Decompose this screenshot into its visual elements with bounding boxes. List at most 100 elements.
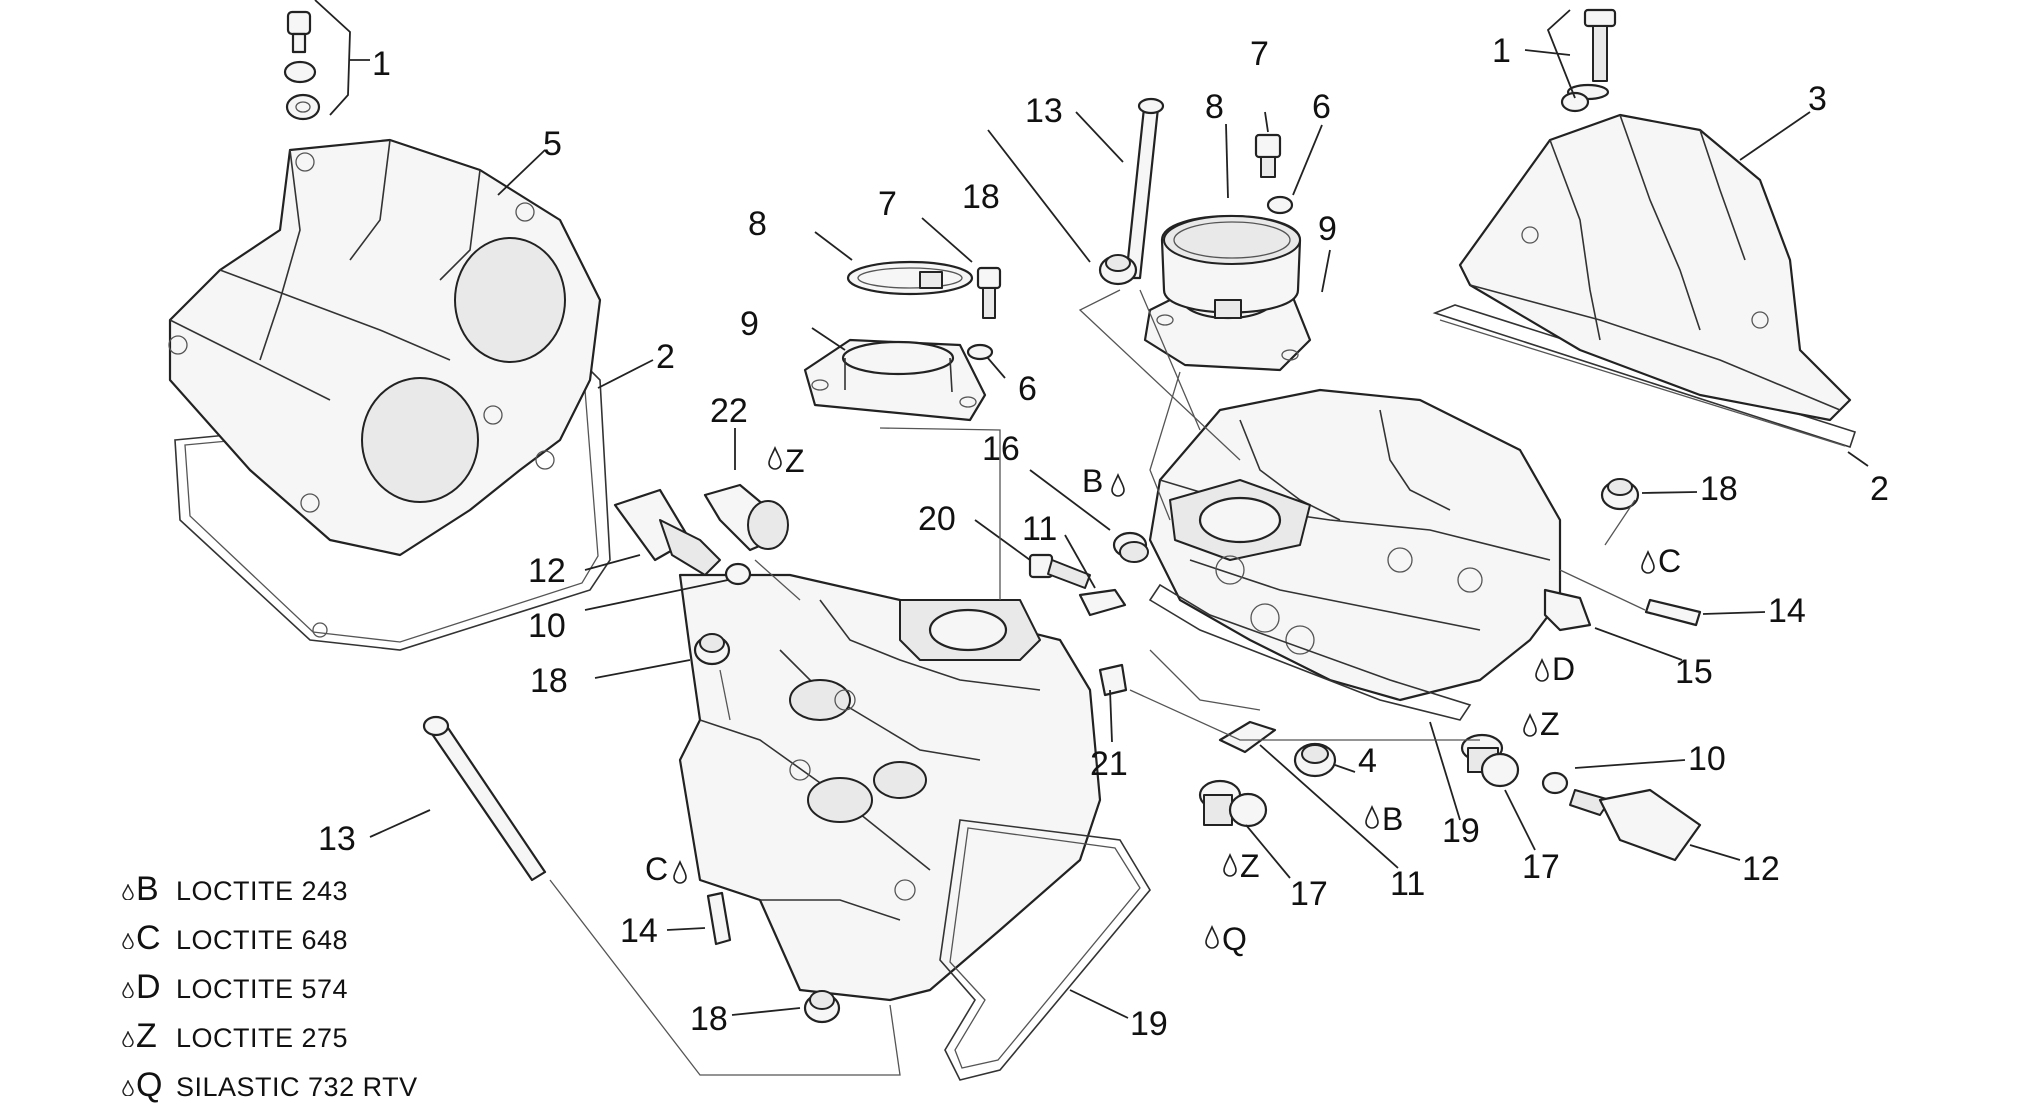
svg-text:B: B [1382,801,1403,837]
callout-4: 4 [1358,742,1377,780]
legend-letter: C [136,919,161,957]
right-short-stud [1644,598,1702,627]
legend-row: Q SILASTIC 732 RTV [122,1066,562,1115]
callout-11: 11 [1022,510,1057,548]
center-link-plate-upper [1078,588,1127,617]
adhesive-tag-b-16: B [1082,463,1125,499]
adhesive-tag-d-15: D [1535,651,1575,687]
bolt-washer-stack-right [1560,8,1617,113]
svg-text:Z: Z [1540,706,1560,742]
right-flange-nut-side [1600,478,1640,511]
left-cylinder-head [678,573,1102,1002]
callout-12: 12 [528,552,566,590]
callout-2: 2 [1870,470,1889,508]
callout-19: 19 [1442,812,1480,850]
callout-14: 14 [1768,592,1806,630]
callout-15: 15 [1675,653,1713,691]
adhesive-tag-c-14b: C [1641,543,1681,579]
left-valve-cover [168,138,602,557]
adhesive-tag-c-14a: C [645,851,687,887]
center-bracket [1098,663,1128,697]
adhesive-tags: Z B C D Z B Z Q C [645,443,1681,957]
drop-icon [122,932,136,954]
callout-1: 1 [1492,32,1511,70]
callout-6: 6 [1018,370,1037,408]
right-long-stud [1124,97,1165,280]
adhesive-tag-z-22: Z [768,443,805,479]
svg-text:C: C [645,851,668,887]
legend-row: Z LOCTITE 275 [122,1017,562,1066]
adhesive-tag-z-17a: Z [1223,848,1260,884]
right-nut [1293,742,1337,778]
left-flange-screw [976,266,1002,319]
leader-lines [314,0,1869,1019]
bolt-washer-stack-left [283,10,321,121]
legend-text: LOCTITE 243 [176,876,349,906]
left-hose-clamp [846,260,974,296]
right-temp-sensor [1569,788,1702,862]
callout-18: 18 [530,662,568,700]
left-long-stud [422,715,547,882]
legend-text: SILASTIC 732 RTV [176,1072,418,1102]
left-intake-flange [803,338,987,422]
callout-7: 7 [878,185,897,223]
left-short-stud [706,891,732,946]
left-flange-washer [966,343,994,361]
left-flange-nut-lower [803,990,841,1024]
drop-icon [122,883,136,905]
right-flange-nut-upper [1098,254,1138,286]
right-valve-cover [1458,113,1852,422]
legend-row: D LOCTITE 574 [122,968,562,1017]
callout-17: 17 [1290,875,1328,913]
callout-8: 8 [1205,88,1224,126]
callout-6: 6 [1312,88,1331,126]
callout-12: 12 [1742,850,1780,888]
left-temp-sensor [613,488,721,576]
assembly-lines [549,289,1646,1076]
legend-text: LOCTITE 574 [176,974,349,1004]
svg-text:D: D [1552,651,1575,687]
legend-text: LOCTITE 275 [176,1023,349,1053]
right-flange-washer [1266,195,1294,215]
center-bushing [1112,531,1149,563]
svg-text:Z: Z [785,443,805,479]
svg-text:C: C [1658,543,1681,579]
callout-8: 8 [748,205,767,243]
legend-letter: Z [136,1017,157,1055]
callout-9: 9 [740,305,759,343]
callout-19: 19 [1130,1005,1168,1043]
right-flange-screw [1254,133,1282,178]
adhesive-tag-z-17b: Z [1523,706,1560,742]
center-link-plate-lower [1218,720,1277,754]
adhesive-legend: B LOCTITE 243 C LOCTITE 648 D LOCTITE 57… [122,870,562,1115]
svg-text:B: B [1082,463,1103,499]
left-union-fitting [1198,779,1268,828]
left-head-plug [703,483,789,552]
callout-numbers: 1 5 2 8 7 9 6 22 12 10 18 13 14 18 19 16… [318,32,1889,1043]
callout-13: 13 [318,820,356,858]
right-sealing-washer [1541,771,1569,795]
legend-letter: D [136,968,161,1006]
callout-20: 20 [918,500,956,538]
right-valve-cover-gasket [1432,304,1857,449]
left-sealing-washer [724,562,752,586]
right-elbow-fitting [1543,588,1592,632]
adhesive-tag-b-4: B [1365,801,1403,837]
right-union-fitting [1460,733,1520,788]
right-hose-clamp [1160,215,1302,319]
callout-10: 10 [528,607,566,645]
center-bolt [1028,553,1091,589]
callout-18: 18 [962,178,1000,216]
callout-14: 14 [620,912,658,950]
legend-row: B LOCTITE 243 [122,870,562,919]
drop-icon [122,1079,136,1101]
callout-5: 5 [543,125,562,163]
left-head-gasket [939,819,1151,1081]
legend-row: C LOCTITE 648 [122,919,562,968]
svg-text:Q: Q [1222,921,1247,957]
adhesive-tag-q-21: Q [1205,921,1247,957]
right-head-gasket [1148,583,1472,721]
callout-2: 2 [656,338,675,376]
callout-17: 17 [1522,848,1560,886]
